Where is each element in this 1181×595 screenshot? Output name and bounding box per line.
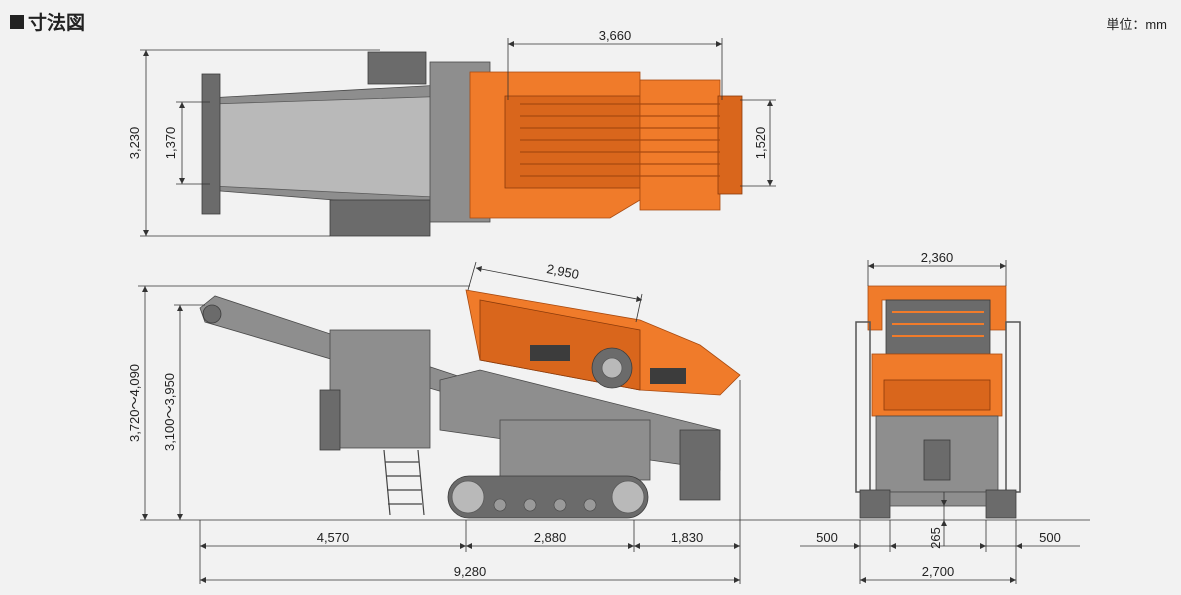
dim-2950: 2,950 xyxy=(545,261,580,282)
dim-2880: 2,880 xyxy=(534,530,567,545)
side-sprocket-rear xyxy=(451,480,485,514)
rear-center-panel xyxy=(923,439,951,481)
top-walkway-lower xyxy=(329,199,431,237)
top-screen-deck xyxy=(504,95,641,189)
side-sprocket-front xyxy=(611,480,645,514)
title-text: 寸法図 xyxy=(28,13,86,34)
top-walkway-upper xyxy=(367,51,427,85)
rear-screen-grid xyxy=(885,299,991,355)
side-head-pulley xyxy=(202,304,222,324)
top-discharge xyxy=(639,79,721,211)
dim-265: 265 xyxy=(928,527,943,549)
title-square-icon xyxy=(10,14,24,29)
rear-screen-lower xyxy=(883,379,991,411)
dim-height-outer: 3,720～4,090 xyxy=(127,364,142,442)
dim-2700: 2,700 xyxy=(922,564,955,579)
dim-500-right: 500 xyxy=(1039,530,1061,545)
side-vibrator-hub xyxy=(601,357,623,379)
top-discharge-lip xyxy=(717,95,743,195)
dim-1830: 1,830 xyxy=(671,530,704,545)
rear-track-right xyxy=(985,489,1017,519)
top-view: 3,660 3,230 1,370 1,520 xyxy=(127,28,776,237)
dim-1370: 1,370 xyxy=(163,127,178,160)
top-head-pulley xyxy=(201,73,221,215)
dim-4570: 4,570 xyxy=(317,530,350,545)
dim-height-inner: 3,100～3,950 xyxy=(162,373,177,451)
dim-3660: 3,660 xyxy=(599,28,632,43)
dim-9280: 9,280 xyxy=(454,564,487,579)
unit-label: 単位：mm xyxy=(1106,17,1167,32)
side-view: 2,950 3,720～4,090 3,100～3,950 4,570 2,88… xyxy=(127,261,1090,584)
side-fuel-tank xyxy=(319,389,341,451)
rear-view: 2,360 500 500 265 2,700 xyxy=(800,250,1080,584)
rear-undercarriage xyxy=(889,491,987,507)
side-hopper-support xyxy=(499,419,651,481)
top-conveyor-belt xyxy=(211,95,456,199)
side-ladder xyxy=(383,449,425,516)
page-title: 寸法図 xyxy=(10,8,85,35)
dim-2360: 2,360 xyxy=(921,250,954,265)
dim-500-left: 500 xyxy=(816,530,838,545)
side-power-unit xyxy=(329,329,431,449)
dim-3230: 3,230 xyxy=(127,127,142,160)
dim-1520: 1,520 xyxy=(753,127,768,160)
rear-track-left xyxy=(859,489,891,519)
side-discharge-chute xyxy=(679,429,721,501)
